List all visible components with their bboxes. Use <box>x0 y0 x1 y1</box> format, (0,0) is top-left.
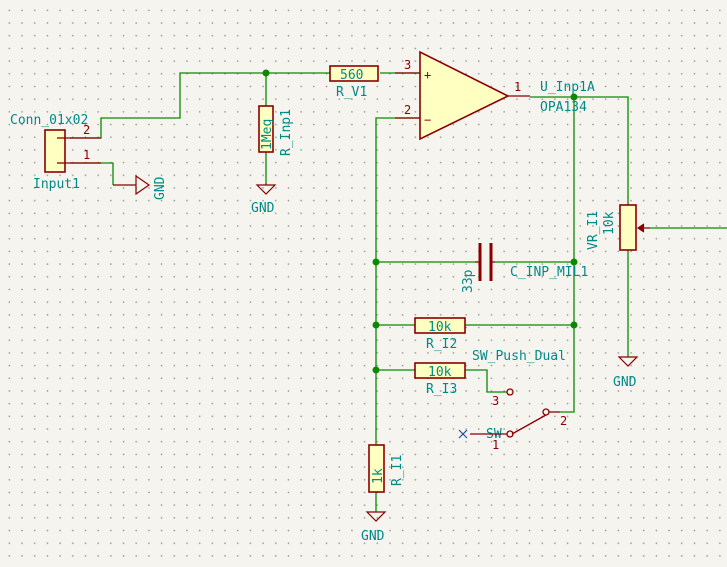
r-inp1-value: 1Meg <box>260 119 275 150</box>
r-v1-value: 560 <box>340 68 363 83</box>
connector-ref: Input1 <box>33 177 80 192</box>
gnd-r-inp1-label: GND <box>251 201 275 216</box>
junction-ri2-right <box>570 321 578 329</box>
junction-ri3-left <box>372 366 380 374</box>
r-i2-body <box>414 317 466 334</box>
r-i3-ref: R_I3 <box>426 382 457 397</box>
gnd-triangle-icon <box>113 174 151 196</box>
switch-contact-3 <box>506 388 514 396</box>
connector-pin1-number: 1 <box>83 148 90 162</box>
r-i3-body <box>414 362 466 379</box>
cap-value: 33p <box>461 269 476 293</box>
connector-input1: Conn_01x02 2 1 Input1 <box>10 113 101 192</box>
junction-input <box>262 69 270 77</box>
opamp-pin2: 2 <box>404 103 411 117</box>
opamp-pin1: 1 <box>514 80 521 94</box>
junction-ri2-left <box>372 321 380 329</box>
gnd-pot-label: GND <box>613 375 637 390</box>
opamp-plus: + <box>424 68 431 82</box>
r-i1-body <box>368 444 385 493</box>
opamp-ref: U_Inp1A <box>540 80 595 95</box>
opamp-triangle <box>419 50 510 141</box>
pot-value: 10k <box>602 211 617 235</box>
pot-wiper-arrow-icon <box>636 223 650 233</box>
junctions <box>262 69 578 374</box>
wire-output-feedback <box>560 97 575 413</box>
capacitor-c-inp-mil1: 33p C_INP_MIL1 <box>461 243 588 293</box>
wires <box>70 72 727 512</box>
opamp-minus: − <box>424 113 431 127</box>
cap-ref: C_INP_MIL1 <box>510 265 588 280</box>
resistor-r-inp1: 1Meg R_Inp1 <box>258 105 294 156</box>
switch-contact-2 <box>542 408 550 416</box>
r-i2-value: 10k <box>428 320 452 335</box>
gnd-triangle-icon <box>365 511 387 522</box>
r-inp1-body <box>258 105 274 153</box>
opamp-part: OPA134 <box>540 100 587 115</box>
r-inp1-ref: R_Inp1 <box>279 109 294 156</box>
gnd-pot: GND <box>613 356 639 390</box>
r-i1-ref: R_I1 <box>390 455 405 486</box>
gnd-triangle-icon <box>255 183 277 195</box>
connector-name: Conn_01x02 <box>10 113 88 128</box>
gnd-triangle-icon <box>617 356 639 367</box>
resistor-r-i1: 1k R_I1 <box>368 444 405 493</box>
opamp-pin3: 3 <box>404 58 411 72</box>
connector-body <box>44 129 66 173</box>
r-i1-value: 1k <box>371 468 386 484</box>
switch-sw-push-dual: SW_Push_Dual 3 2 1 SW <box>458 349 567 452</box>
resistor-r-v1: 560 R_V1 <box>329 65 379 100</box>
potentiometer-vr-i1: VR_I1 10k <box>586 204 650 251</box>
r-v1-body <box>329 65 379 82</box>
junction-cap-left <box>372 258 380 266</box>
switch-name: SW_Push_Dual <box>472 349 566 364</box>
resistor-r-i3: 10k R_I3 <box>414 362 466 397</box>
r-v1-ref: R_V1 <box>336 85 367 100</box>
switch-pin1: 1 <box>492 438 499 452</box>
junction-cap-right <box>570 258 578 266</box>
gnd-r-i1-label: GND <box>361 529 385 544</box>
junction-output <box>570 93 578 101</box>
switch-pin2: 2 <box>560 414 567 428</box>
wire-output <box>530 96 629 205</box>
gnd-connector-label: GND <box>153 176 168 200</box>
wire-inverting-input <box>375 117 420 445</box>
pot-ref: VR_I1 <box>586 211 601 250</box>
r-i3-value: 10k <box>428 365 452 380</box>
switch-pin3: 3 <box>492 394 499 408</box>
opamp-u-inp1a: + − 3 2 1 U_Inp1A OPA134 <box>395 50 595 141</box>
wire-ri3-right <box>465 369 507 393</box>
switch-blade <box>511 414 547 435</box>
gnd-r-i1: GND <box>361 511 387 544</box>
r-i2-ref: R_I2 <box>426 337 457 352</box>
resistor-r-i2: 10k R_I2 <box>414 317 466 352</box>
no-connect-marker <box>458 429 468 439</box>
gnd-r-inp1: GND <box>251 183 277 216</box>
pot-body <box>619 204 637 251</box>
connector-pin2-number: 2 <box>83 123 90 137</box>
gnd-connector: GND <box>113 174 168 200</box>
